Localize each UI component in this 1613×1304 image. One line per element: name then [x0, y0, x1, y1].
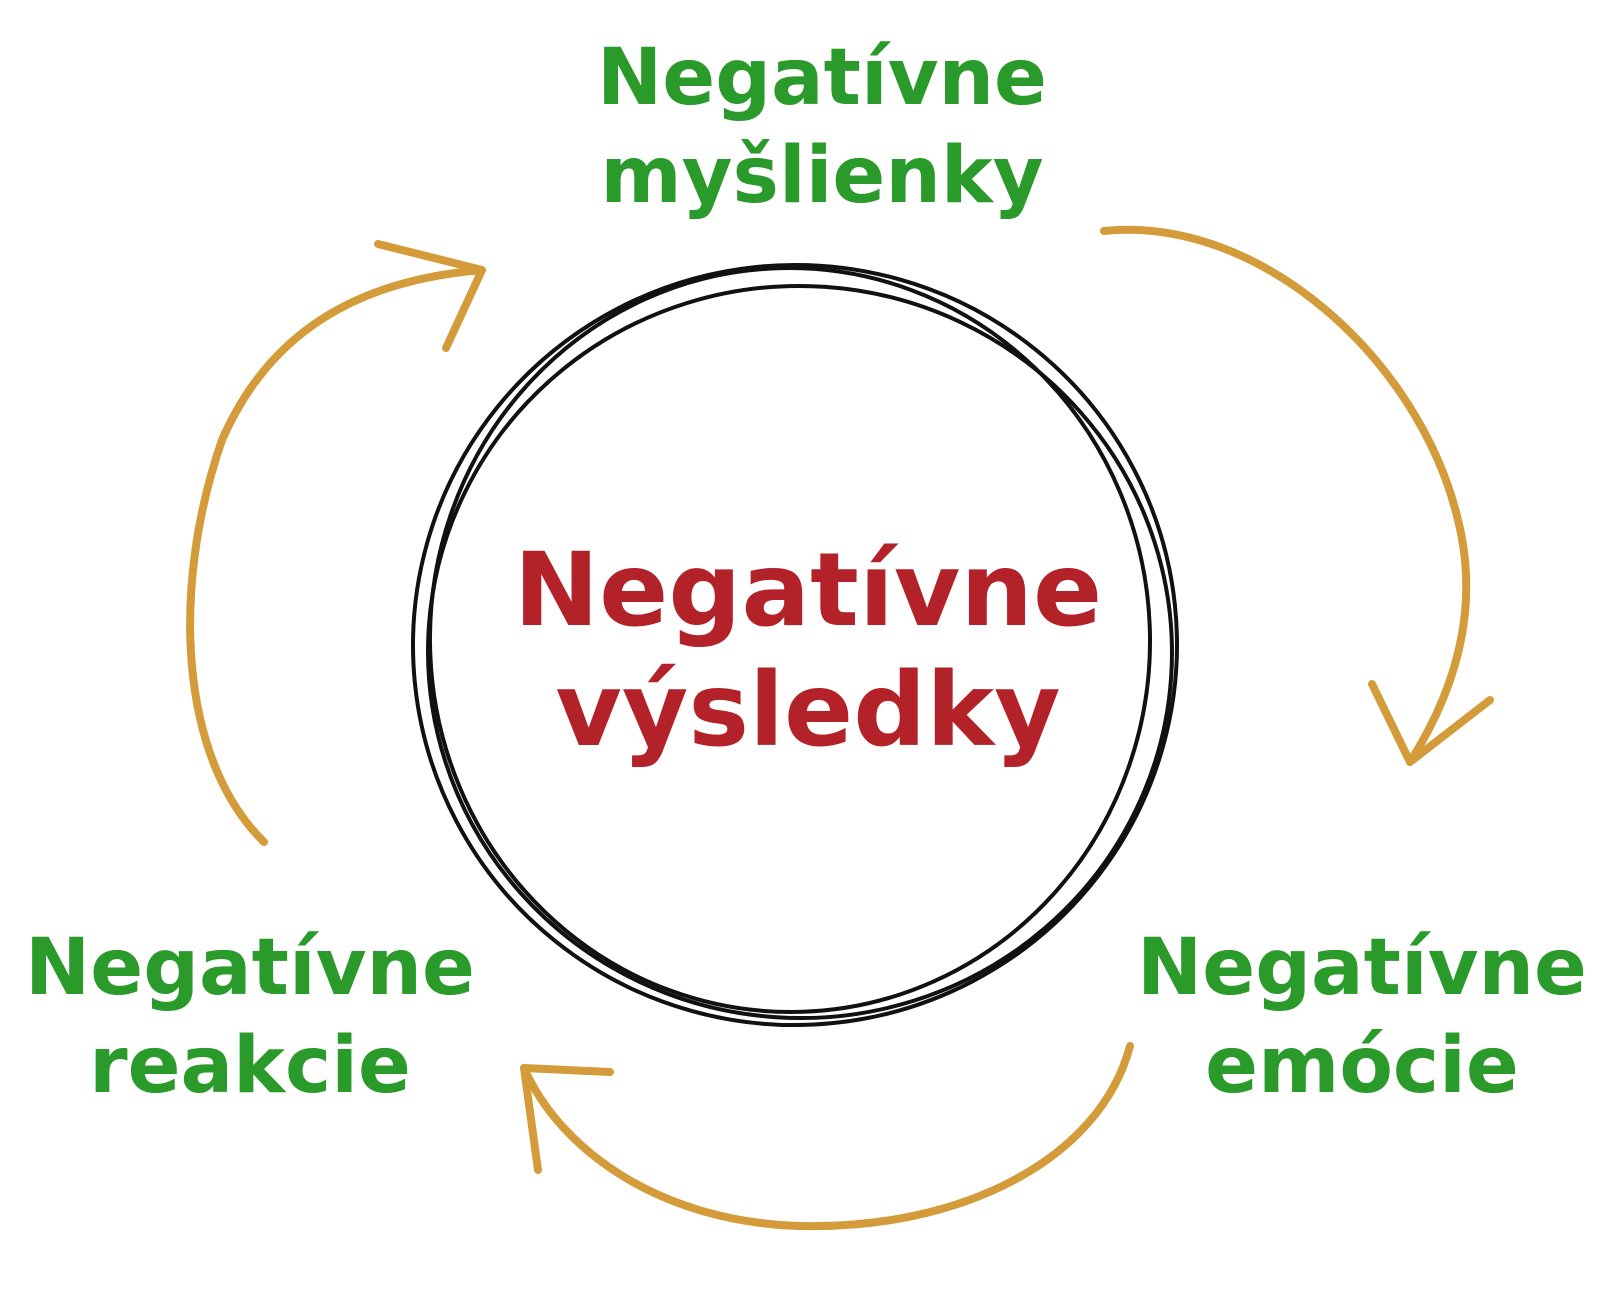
arrow-right-to-left-head — [520, 1064, 614, 1174]
node-left: Negatívne reakcie — [25, 923, 475, 1111]
arrow-left-to-top — [186, 240, 486, 846]
node-right-line-2: emócie — [1205, 1021, 1519, 1111]
arrow-left-to-top-shaft — [186, 266, 486, 846]
arrow-right-to-left-shaft — [520, 1042, 1134, 1231]
center-circle-stroke-1 — [411, 262, 1179, 1028]
node-top-line-2: myšlienky — [600, 131, 1043, 221]
node-right: Negatívne emócie — [1137, 923, 1587, 1111]
node-left-line-2: reakcie — [89, 1021, 411, 1111]
arrow-top-to-right-shaft — [1100, 225, 1471, 766]
arrow-top-to-right — [1100, 225, 1494, 766]
center-circle — [411, 262, 1179, 1028]
center-title-line-2: výsledky — [555, 651, 1060, 770]
center-circle-stroke-3 — [427, 266, 1153, 1014]
arrow-right-to-left — [520, 1042, 1134, 1231]
node-top-line-1: Negatívne — [597, 33, 1047, 123]
center-title-line-1: Negatívne — [514, 531, 1102, 650]
arrow-top-to-right-head — [1368, 680, 1494, 766]
node-right-line-1: Negatívne — [1137, 923, 1587, 1013]
arrow-left-to-top-head — [374, 240, 486, 352]
node-top: Negatívne myšlienky — [597, 33, 1047, 221]
node-left-line-1: Negatívne — [25, 923, 475, 1013]
